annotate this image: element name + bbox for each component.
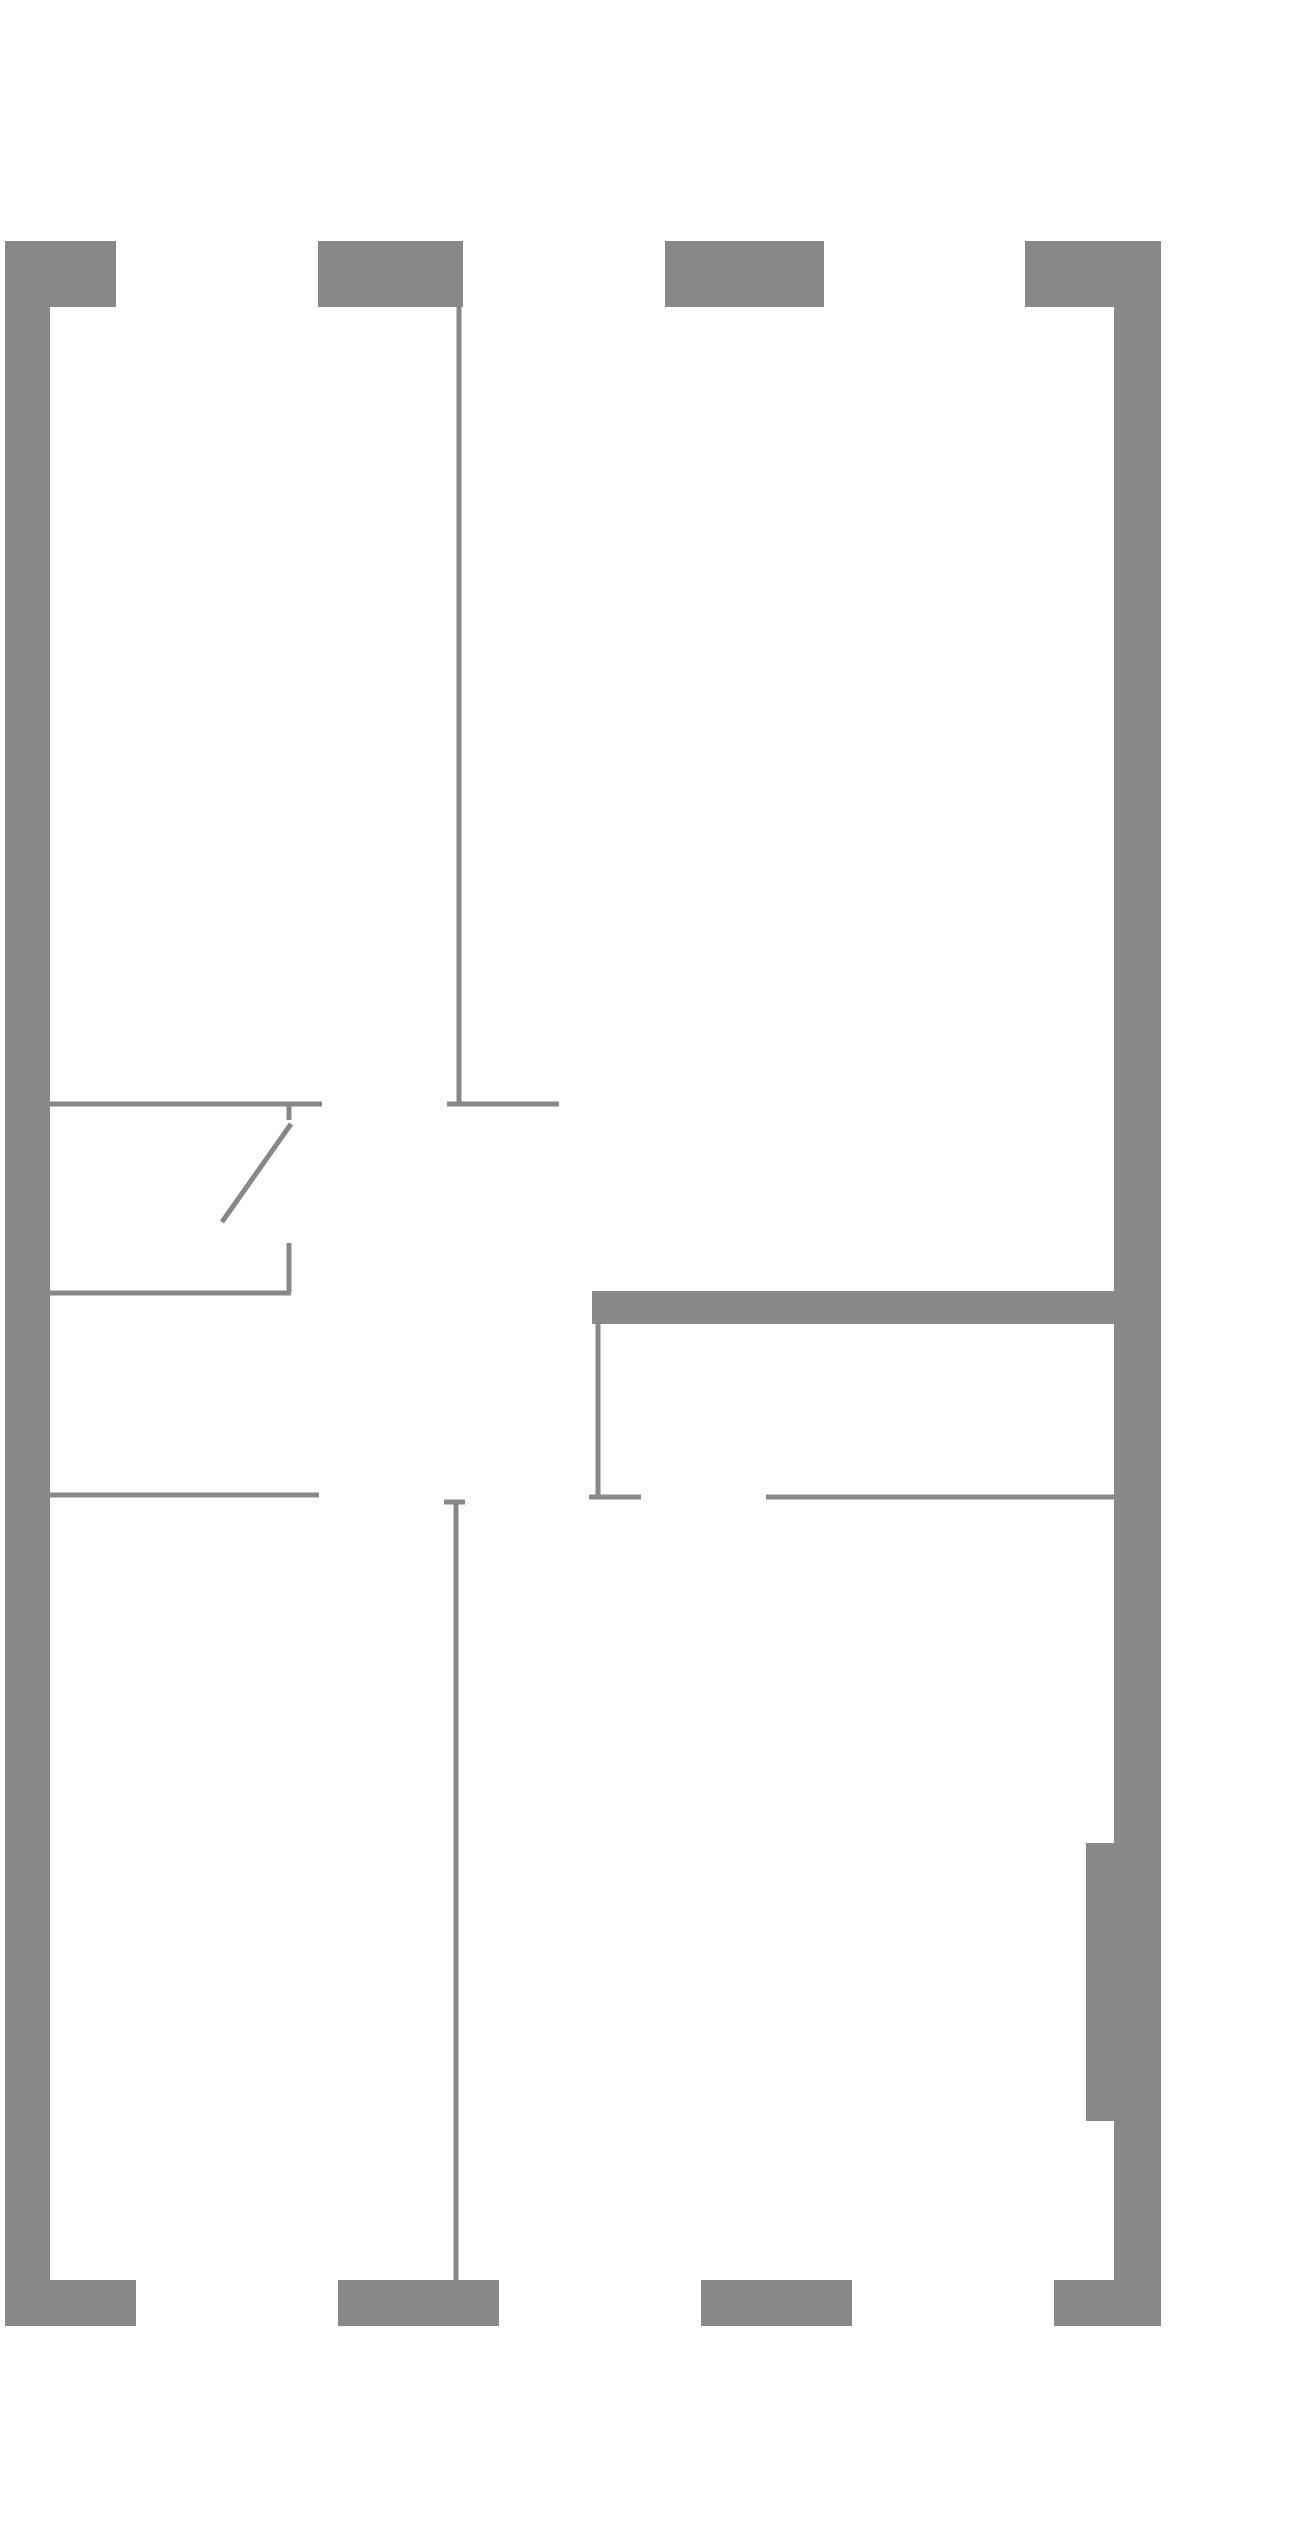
top-wall-segment-2 — [318, 241, 463, 307]
interior-walls — [50, 307, 1161, 2280]
interior-thick-wall — [592, 1291, 1161, 1324]
right-wall-block — [1086, 1843, 1161, 2121]
door-leaf — [219, 1122, 294, 1224]
top-wall-segment-3 — [665, 241, 824, 307]
bottom-wall-segment-3 — [701, 2280, 852, 2326]
exterior-walls — [5, 241, 1161, 2326]
left-wall — [5, 241, 50, 2326]
bottom-wall-segment-4 — [1054, 2280, 1161, 2326]
bottom-wall-segment-1 — [5, 2280, 136, 2326]
bottom-wall-segment-2 — [338, 2280, 499, 2326]
